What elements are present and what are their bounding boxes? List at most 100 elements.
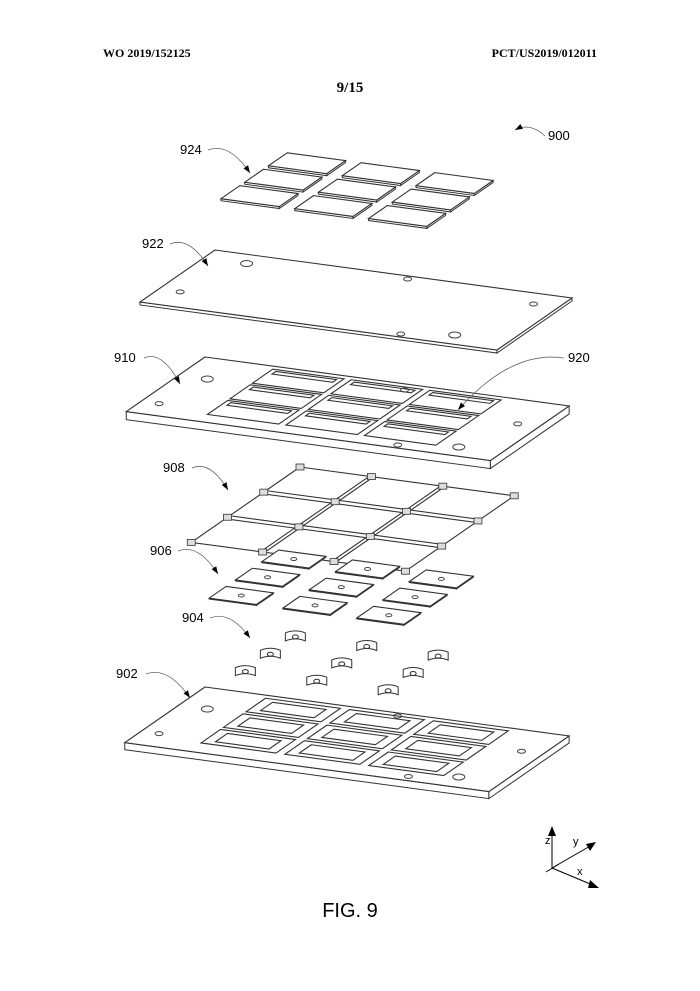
clip — [259, 647, 281, 659]
mounting-hole — [513, 421, 523, 427]
ref-920-leader — [457, 356, 565, 411]
pad — [267, 152, 348, 175]
grid-node — [330, 498, 340, 506]
grid-node — [438, 482, 448, 490]
mounting-hole — [200, 705, 214, 713]
pocket-ledge — [225, 402, 293, 415]
ref-904-leader — [209, 615, 251, 639]
ref-902: 902 — [116, 666, 138, 681]
grid-node — [295, 463, 305, 471]
grid-node — [294, 523, 304, 531]
pad — [219, 185, 300, 208]
grid-node — [329, 558, 339, 565]
mounting-hole — [448, 331, 462, 339]
clip-hole — [363, 644, 371, 650]
figure-label: FIG. 9 — [322, 900, 378, 922]
mounting-hole — [403, 773, 413, 779]
ref-902-leader — [145, 672, 191, 699]
ref-920: 920 — [568, 350, 590, 365]
pad — [367, 204, 448, 227]
pad — [260, 549, 328, 569]
cavity-floor — [258, 701, 328, 719]
pocket-ledge — [248, 386, 316, 399]
ref-910-arrowhead-icon — [174, 376, 180, 384]
page-number: 9/15 — [336, 80, 364, 96]
pad-hole — [385, 613, 393, 618]
pad — [340, 162, 421, 185]
clip — [306, 674, 328, 686]
x-arrow — [588, 880, 599, 888]
mounting-hole — [529, 301, 539, 307]
mounting-hole — [393, 713, 403, 719]
pad-hole — [237, 593, 245, 598]
axis-triad-icon — [545, 826, 599, 888]
pocket — [306, 394, 402, 420]
pocket — [250, 368, 346, 394]
clip-hole — [434, 653, 442, 659]
clip — [427, 649, 449, 661]
ref-910: 910 — [114, 350, 136, 365]
pad — [381, 587, 449, 607]
ref-906-leader — [177, 549, 219, 575]
pad-hole — [411, 595, 419, 600]
pad-hole — [364, 566, 372, 571]
mounting-hole — [396, 331, 406, 337]
base-plate-902 — [123, 686, 571, 800]
mounting-hole — [175, 289, 185, 295]
pad — [281, 595, 349, 615]
pad — [307, 577, 375, 597]
pocket — [228, 384, 324, 410]
origin-tick — [545, 863, 560, 873]
clip-hole — [338, 661, 346, 667]
grid-node — [186, 539, 196, 546]
pocket-ledge — [405, 407, 473, 420]
ref-906: 906 — [150, 543, 172, 558]
pad — [355, 605, 423, 625]
mounting-hole — [403, 276, 413, 282]
cavity-floor — [404, 739, 473, 757]
pad — [293, 195, 374, 218]
ref-902-arrowhead-icon — [183, 690, 190, 698]
mounting-hole — [393, 442, 403, 448]
cover-plate-922 — [138, 249, 574, 354]
y-arrow — [586, 842, 596, 851]
mounting-hole — [154, 401, 164, 407]
grid-node — [365, 533, 375, 540]
application-number: PCT/US2019/012011 — [491, 46, 597, 60]
clip-hole — [384, 688, 392, 694]
mounting-hole — [452, 443, 466, 451]
ref-908-leader — [191, 465, 229, 491]
cavity-floor — [426, 724, 496, 741]
middle-pads-906 — [207, 549, 475, 627]
axis-y-label: y — [573, 836, 579, 848]
ref-924-arrowhead-icon — [243, 165, 250, 173]
pocket — [363, 420, 458, 446]
cavity-floor — [236, 717, 305, 734]
grid-node — [473, 517, 483, 525]
pad — [390, 188, 471, 211]
axis-z-label: z — [545, 835, 551, 847]
ref-908: 908 — [163, 460, 185, 475]
grid-node — [366, 473, 376, 481]
grid-node — [437, 542, 447, 550]
ref-906-arrowhead-icon — [211, 566, 218, 574]
cavity-floor — [381, 755, 451, 773]
pocket — [205, 399, 301, 425]
publication-number: WO 2019/152125 — [103, 46, 191, 60]
cavity-floor — [342, 712, 412, 730]
z-arrow — [548, 826, 556, 836]
clip — [331, 657, 353, 669]
pad-hole — [290, 557, 298, 562]
pad-hole — [264, 575, 272, 580]
ref-904: 904 — [182, 610, 204, 625]
clip-hole — [241, 669, 249, 675]
mounting-hole — [400, 387, 410, 393]
ref-904-arrowhead-icon — [243, 630, 250, 638]
pad — [243, 168, 324, 191]
pocket — [385, 405, 481, 431]
pocket-ledge — [382, 423, 451, 436]
cover-plate — [138, 249, 574, 351]
ref-922-arrowhead-icon — [201, 258, 208, 266]
pad-hole — [311, 603, 319, 608]
